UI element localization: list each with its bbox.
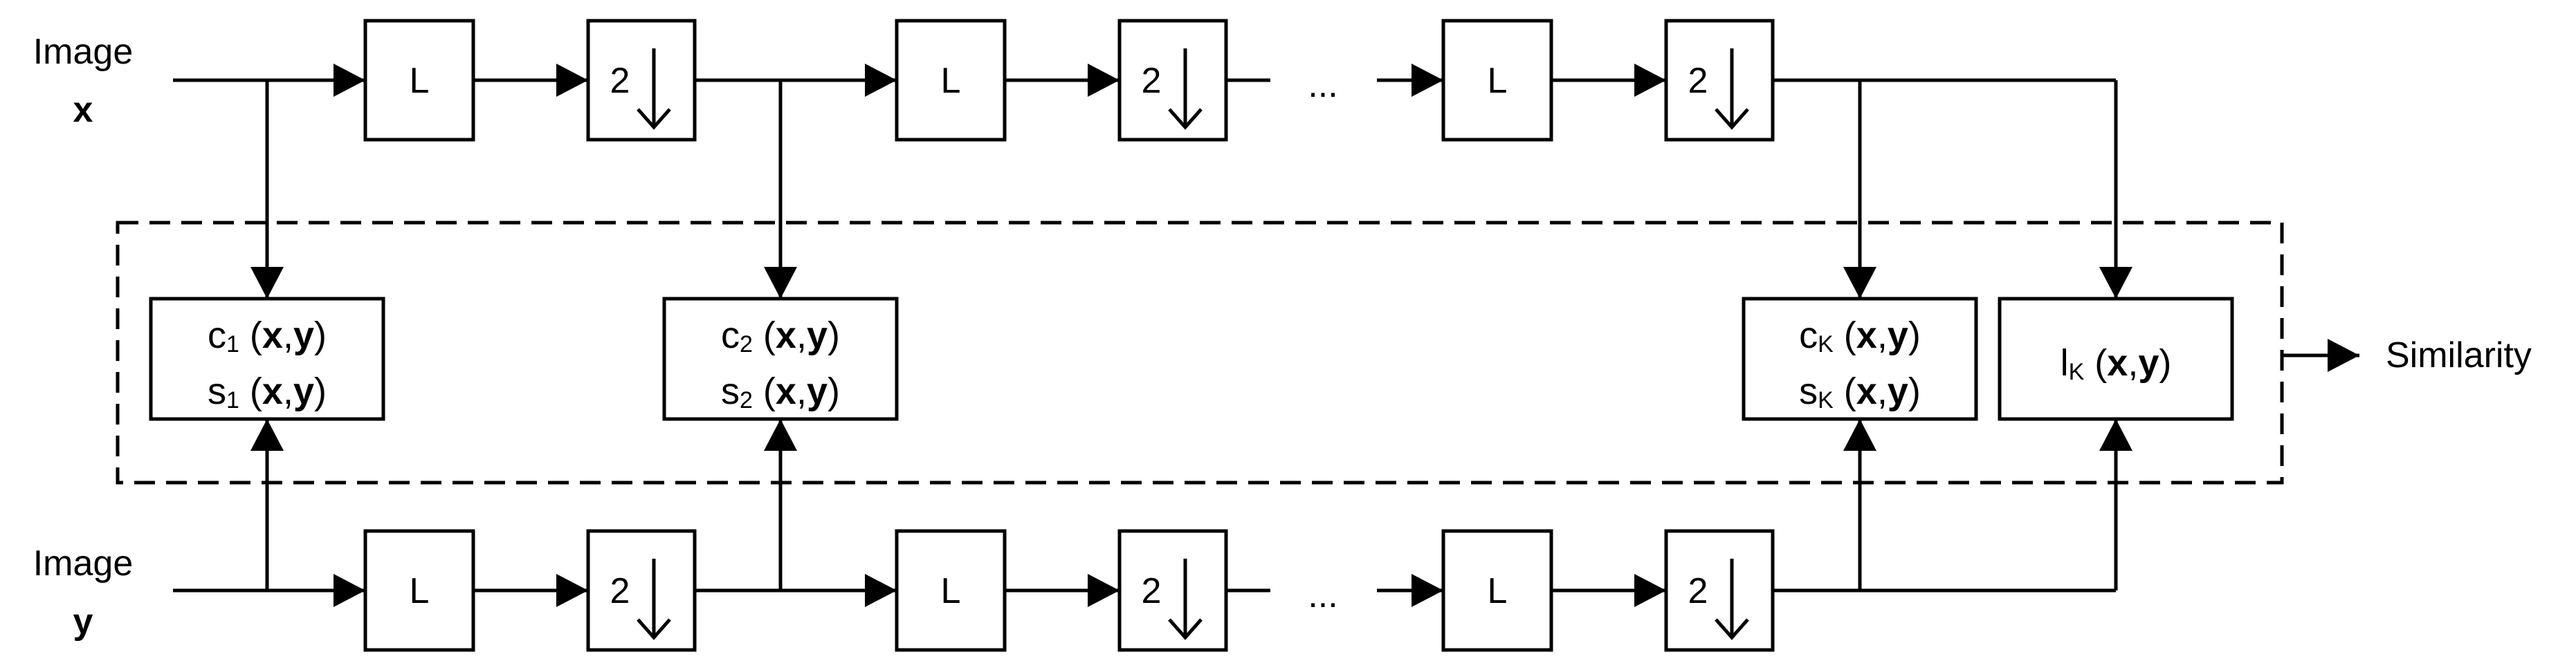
down-arrow-icon [637,48,671,130]
arrowhead [2099,419,2132,451]
down-arrow-icon [1168,559,1203,640]
arrowhead [1843,419,1876,451]
arrowhead [334,574,365,607]
downsample-factor: 2 [1142,571,1162,611]
arrowhead [250,267,284,299]
downsample-factor: 2 [1142,61,1162,101]
arrowhead [1412,574,1443,607]
arrowhead [556,64,588,97]
arrowheads [250,64,2359,607]
downsample-block: 2 [1117,529,1228,652]
down-arrow-icon [1168,48,1203,130]
arrowhead [556,574,588,607]
arrowhead [1843,267,1876,299]
downsample-factor: 2 [1688,571,1708,611]
comparison-group-frame [116,221,2284,485]
arrowhead [250,419,284,451]
arrowhead [334,64,365,97]
down-arrow-icon [1715,48,1749,130]
downsample-block: 2 [1117,19,1228,142]
chain-ellipsis: ... [1308,65,1337,105]
contrast-term-1: c1 (x,y) [208,315,327,357]
downsample-block: 2 [1664,19,1775,142]
arrowhead [2099,267,2132,299]
downsample-factor: 2 [610,571,630,611]
arrowhead [1634,574,1666,607]
bottom-filter-chain: L 2 L 2 ... L 2 [363,529,1775,652]
downsample-block: 2 [1664,529,1775,652]
lowpass-block: L [363,529,475,652]
input-y-word: Image [33,543,134,584]
lowpass-block: L [363,19,475,142]
lowpass-block: L [1441,529,1553,652]
contrast-term-k: cK (x,y) [1799,315,1921,357]
input-image-x: Image x [33,32,134,130]
lowpass-label: L [1488,571,1508,611]
input-y-var: y [73,602,93,642]
arrowhead [2328,339,2359,372]
input-x-var: x [73,90,93,130]
arrowhead [1088,574,1120,607]
comparator-block-k: cK (x,y) sK (x,y) [1742,297,1978,421]
lowpass-label: L [1488,61,1508,101]
downsample-block: 2 [586,19,697,142]
lowpass-block: L [895,529,1007,652]
downsample-factor: 2 [610,61,630,101]
arrowhead [764,267,797,299]
arrowhead [1088,64,1120,97]
lowpass-block: L [895,19,1007,142]
arrowhead [1634,64,1666,97]
luminance-block: lK (x,y) [1998,297,2234,421]
structure-term-2: s2 (x,y) [721,371,840,413]
luminance-term: lK (x,y) [2061,342,2172,385]
input-x-word: Image [33,32,134,72]
structure-term-k: sK (x,y) [1799,371,1921,413]
chain-ellipsis: ... [1308,575,1337,615]
input-image-y: Image y [33,543,134,642]
comparator-block-1: c1 (x,y) s1 (x,y) [149,297,385,421]
lowpass-block: L [1441,19,1553,142]
output-similarity-label: Similarity [2386,335,2532,375]
structure-term-1: s1 (x,y) [208,371,327,413]
arrowhead [1412,64,1443,97]
comparator-block-2: c2 (x,y) s2 (x,y) [662,297,899,421]
down-arrow-icon [1715,559,1749,640]
arrowhead [764,419,797,451]
downsample-factor: 2 [1688,61,1708,101]
lowpass-label: L [941,61,961,101]
arrowhead [865,574,897,607]
downsample-block: 2 [586,529,697,652]
lowpass-label: L [410,61,430,101]
arrowhead [865,64,897,97]
contrast-term-2: c2 (x,y) [721,315,840,357]
lowpass-label: L [941,571,961,611]
down-arrow-icon [637,559,671,640]
lowpass-label: L [410,571,430,611]
top-filter-chain: L 2 L 2 ... L 2 [363,19,1775,142]
